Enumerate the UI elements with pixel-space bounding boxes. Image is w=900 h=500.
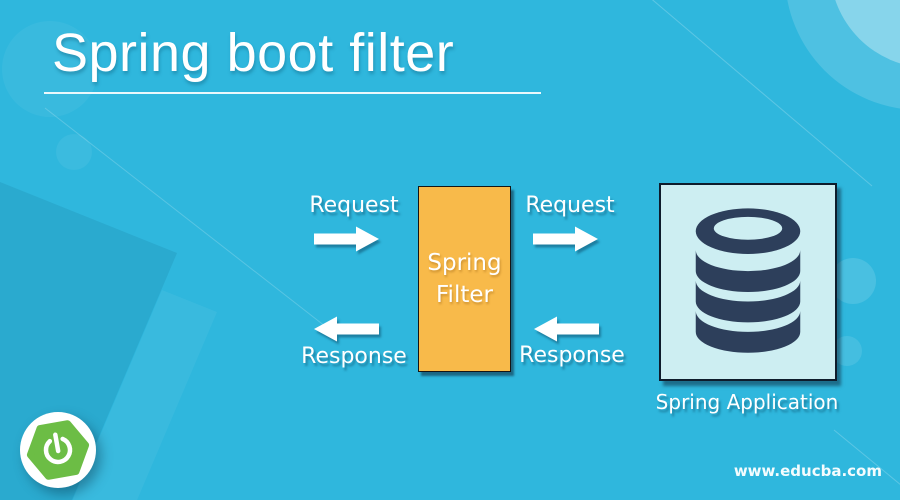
spring-filter-box: Spring Filter bbox=[418, 186, 511, 372]
client-request-arrow-right-icon bbox=[314, 226, 379, 252]
bg-blob bbox=[830, 258, 876, 304]
website-credit: www.educba.com bbox=[733, 462, 882, 480]
spring-application-label: Spring Application bbox=[655, 390, 839, 414]
spring-filter-label-line2: Filter bbox=[436, 282, 493, 308]
bg-diagonal-line bbox=[651, 0, 873, 187]
client-request-label: Request bbox=[309, 193, 399, 218]
bg-diagonal-line bbox=[833, 429, 900, 485]
bg-diagonal-line bbox=[44, 107, 331, 331]
bg-blob bbox=[56, 134, 92, 170]
spring-application-box bbox=[659, 183, 837, 381]
power-icon-stem bbox=[53, 432, 61, 454]
spring-filter-label-line1: Spring bbox=[427, 250, 502, 276]
power-icon bbox=[43, 436, 73, 465]
page-title: Spring boot filter bbox=[52, 23, 455, 83]
client-response-label: Response bbox=[301, 344, 407, 369]
spring-boot-logo-icon bbox=[20, 412, 96, 488]
title-underline bbox=[44, 92, 541, 94]
app-request-label: Request bbox=[525, 193, 615, 218]
spring-filter-label: Spring Filter bbox=[427, 247, 501, 311]
app-response-label: Response bbox=[519, 343, 625, 368]
corner-circle-outer bbox=[787, 0, 900, 109]
client-response-arrow-left-icon bbox=[314, 316, 379, 342]
bg-blob bbox=[832, 336, 862, 366]
corner-circle-inner bbox=[835, 0, 900, 64]
light-band-shape bbox=[72, 290, 217, 500]
database-icon bbox=[695, 208, 801, 353]
app-request-arrow-right-icon bbox=[533, 226, 598, 252]
app-response-arrow-left-icon bbox=[534, 316, 599, 342]
